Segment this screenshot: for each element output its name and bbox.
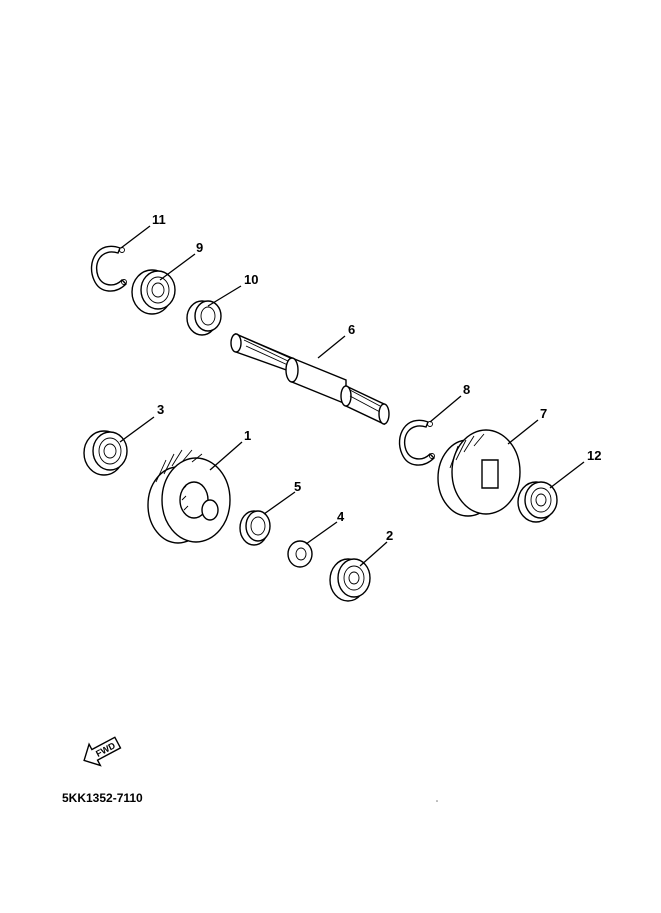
shaft-6 xyxy=(230,332,390,426)
callout-6: 6 xyxy=(348,322,355,337)
bearing-3 xyxy=(83,430,128,476)
bearing-2 xyxy=(329,558,371,602)
gear-1 xyxy=(147,449,231,544)
callout-10: 10 xyxy=(244,272,258,287)
callout-8: 8 xyxy=(463,382,470,397)
callout-1: 1 xyxy=(244,428,251,443)
callout-3: 3 xyxy=(157,402,164,417)
circlip-8 xyxy=(398,419,435,466)
callout-5: 5 xyxy=(294,479,301,494)
gear-7 xyxy=(437,429,521,517)
callout-11: 11 xyxy=(152,212,166,227)
seal-5 xyxy=(239,510,271,546)
callout-12: 12 xyxy=(587,448,601,463)
callout-9: 9 xyxy=(196,240,203,255)
callout-7: 7 xyxy=(540,406,547,421)
circlip-11 xyxy=(90,245,127,292)
callout-4: 4 xyxy=(337,509,345,524)
fwd-arrow-icon: FWD xyxy=(83,736,122,767)
dot-mark xyxy=(436,800,438,802)
bearing-9 xyxy=(131,269,176,315)
bearing-12 xyxy=(517,481,558,523)
part-code: 5KK1352-7110 xyxy=(62,791,143,805)
callout-2: 2 xyxy=(386,528,393,543)
leader-lines xyxy=(119,225,585,567)
oil-seal-10 xyxy=(186,300,222,336)
washer-4 xyxy=(287,540,313,568)
